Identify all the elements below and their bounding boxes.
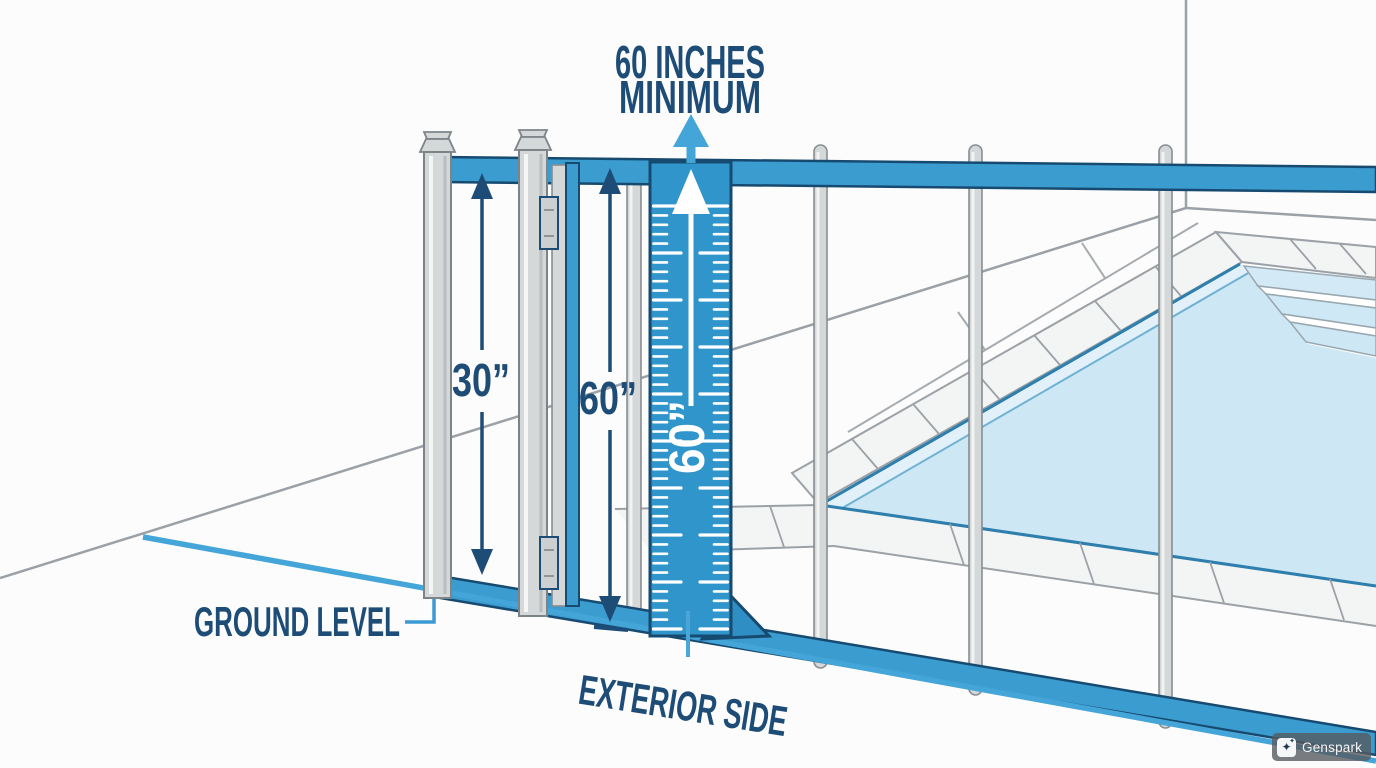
right-wall-floor-line (1185, 206, 1376, 222)
deck-tile-line (847, 222, 1199, 433)
ground-line (142, 534, 1376, 764)
waterline-near (819, 503, 1376, 588)
arrow-up-icon (471, 173, 493, 199)
pool-scene (0, 0, 1376, 627)
gate (418, 129, 580, 617)
dimension-60in: 60” (579, 168, 637, 632)
pool-coping-far (1213, 230, 1376, 280)
genspark-badge[interactable]: ✦✦ Genspark (1272, 733, 1372, 761)
ground-level-leader-line (405, 599, 436, 624)
ruler-reading-label: 60” (659, 400, 715, 474)
arrow-down-icon (471, 549, 493, 575)
pool-coping-near (820, 505, 1376, 626)
title-annotation: 60 INCHES MINIMUM (615, 36, 765, 163)
near-coping-joints (769, 505, 1345, 621)
arrow-down-icon (599, 596, 621, 622)
title-line-1: 60 INCHES (615, 36, 765, 88)
ruler-arrow-shaft (688, 210, 694, 406)
title-up-arrow-icon (673, 114, 709, 147)
gate-hinge-top (539, 196, 559, 250)
dimension-30in: 30” (452, 173, 510, 575)
pool-water (820, 264, 1376, 586)
ruler-up-arrow-icon (672, 169, 710, 214)
arrow-up-icon (599, 168, 621, 194)
ruler-ticks (651, 204, 730, 631)
sparkles-icon: ✦✦ (1277, 737, 1296, 757)
exterior-side-label: EXTERIOR SIDE (576, 666, 791, 745)
left-wall-floor-line (0, 206, 1187, 580)
ground-level-label: GROUND LEVEL (194, 598, 400, 645)
gate-stile-blue (565, 162, 580, 607)
gate-hinge-bottom (539, 536, 559, 590)
gate-height-label: 30” (452, 354, 510, 406)
measuring-ruler: 60” (648, 160, 773, 641)
pool-steps (1242, 265, 1376, 357)
fence-top-rail (439, 155, 1376, 194)
fence-height-label: 60” (579, 372, 637, 424)
gate-post-left (418, 131, 457, 599)
genspark-badge-label: Genspark (1302, 739, 1363, 755)
title-line-2: MINIMUM (619, 71, 761, 123)
ground-level-annotation: GROUND LEVEL (194, 598, 436, 645)
